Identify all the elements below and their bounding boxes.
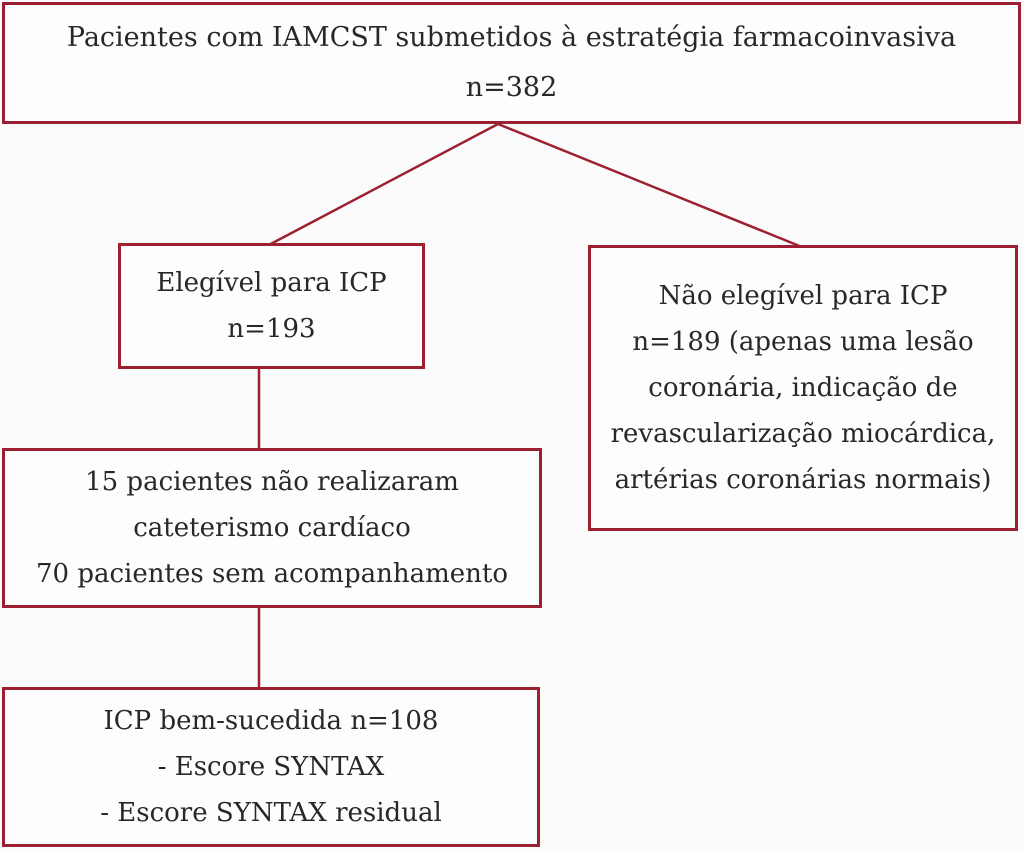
node-text-line: Elegível para ICP: [156, 268, 387, 298]
edge-root-to-eligible: [264, 122, 499, 249]
node-text-line: artérias coronárias normais): [614, 465, 992, 495]
node-text-line: 15 pacientes não realizaram: [85, 467, 459, 497]
flowchart-node-outcome: ICP bem-sucedida n=108 - Escore SYNTAX -…: [2, 687, 540, 847]
node-text-line: Pacientes com IAMCST submetidos à estrat…: [66, 22, 957, 53]
node-text-line: n=382: [465, 72, 558, 103]
node-text-line: cateterismo cardíaco: [133, 513, 411, 543]
node-text-line: - Escore SYNTAX residual: [100, 798, 442, 828]
node-text-line: 70 pacientes sem acompanhamento: [36, 559, 508, 589]
node-text-line: n=193: [227, 314, 316, 344]
node-text-line: coronária, indicação de: [648, 373, 958, 403]
edge-root-to-not-eligible: [497, 122, 803, 249]
flowchart-node-not-eligible: Não elegível para ICP n=189 (apenas uma …: [588, 245, 1018, 531]
flowchart-node-eligible: Elegível para ICP n=193: [118, 243, 425, 369]
flowchart-node-root: Pacientes com IAMCST submetidos à estrat…: [2, 2, 1021, 124]
node-text-line: n=189 (apenas uma lesão: [632, 327, 974, 357]
flowchart-node-exclusions: 15 pacientes não realizaram cateterismo …: [2, 448, 542, 608]
node-text-line: Não elegível para ICP: [658, 281, 948, 311]
node-text-line: revascularização miocárdica,: [610, 419, 996, 449]
node-text-line: - Escore SYNTAX: [157, 752, 385, 782]
node-text-line: ICP bem-sucedida n=108: [103, 706, 439, 736]
